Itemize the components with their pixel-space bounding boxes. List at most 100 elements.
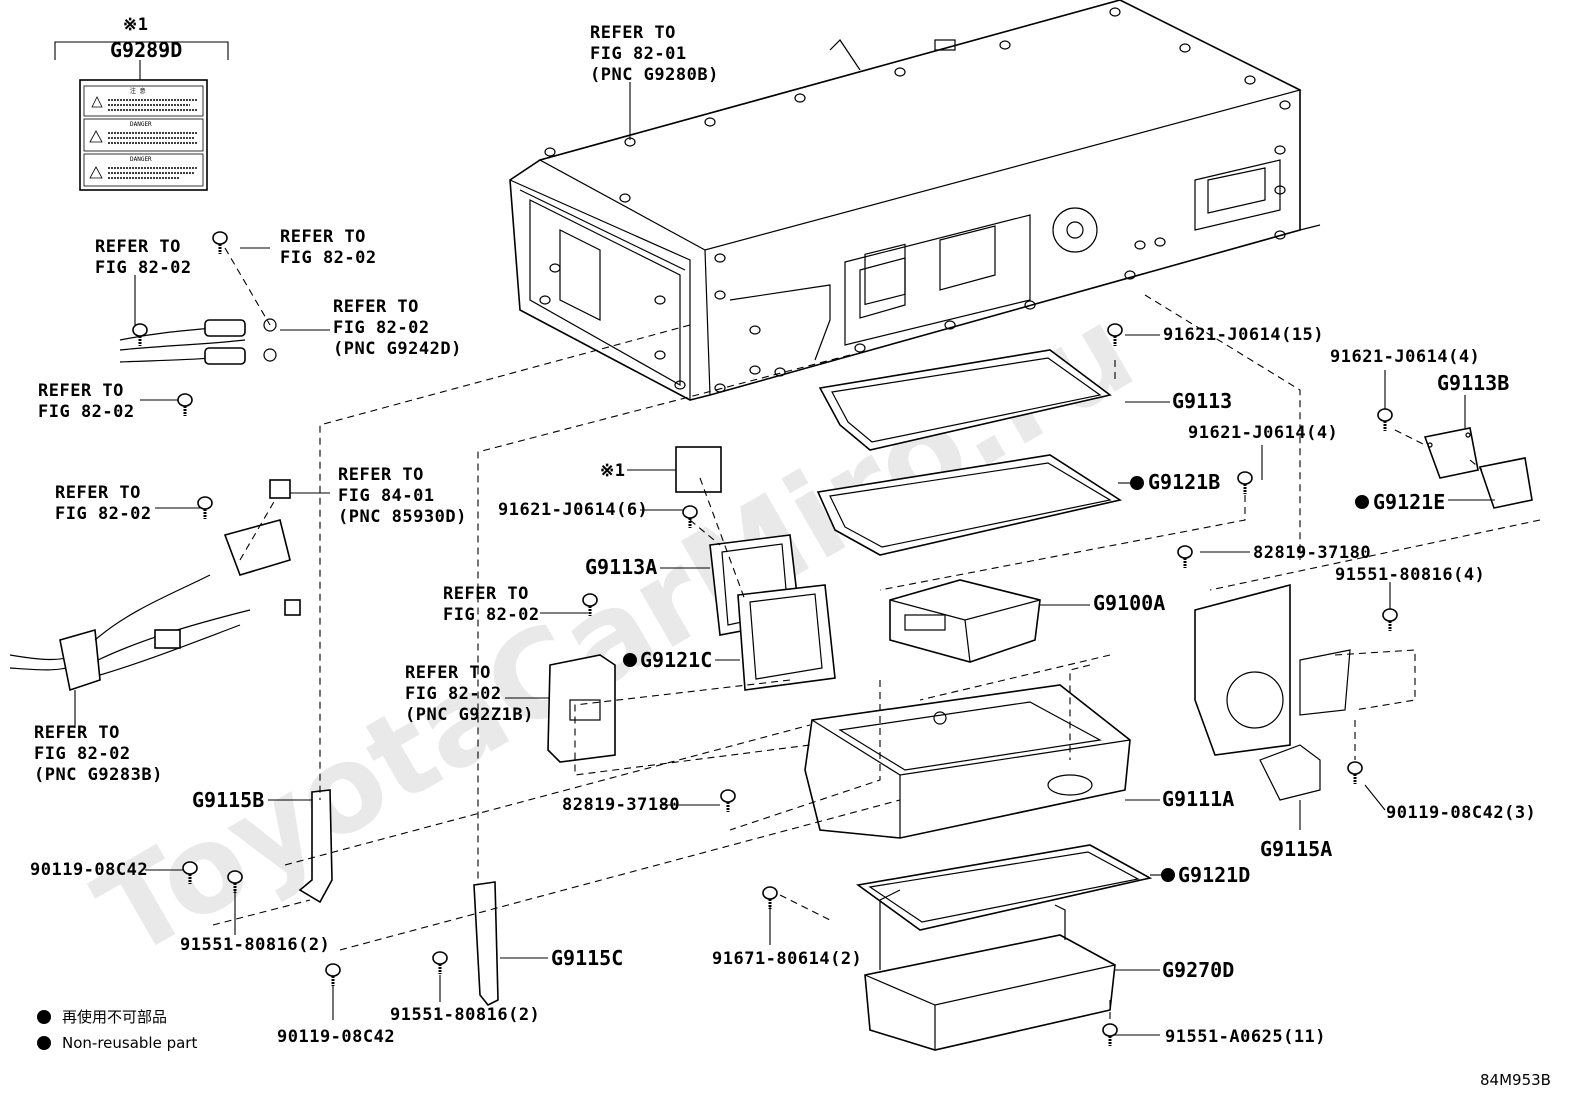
label-ref-82-02-pnc-g92z1b-line-2: FIG 82-02 bbox=[405, 684, 502, 704]
label-g9113: G9113 bbox=[1172, 389, 1232, 413]
bolt-icon bbox=[1237, 471, 1253, 494]
label-g9121b: G9121B bbox=[1148, 470, 1220, 494]
inverter-upper-case bbox=[509, 0, 1321, 401]
case-bolt-head bbox=[674, 380, 686, 390]
label-ref-82-02-e-line-2: FIG 82-02 bbox=[443, 605, 540, 625]
case-bolt-head bbox=[774, 367, 786, 377]
non-reusable-dot-g9121c bbox=[623, 653, 637, 667]
bolt-icon bbox=[227, 870, 243, 893]
non-reusable-dot-g9121b bbox=[1130, 476, 1144, 490]
case-bolt-head bbox=[544, 147, 556, 157]
label-ref-82-02-b-line-1: REFER TO bbox=[280, 227, 366, 247]
case-bolt-head bbox=[854, 343, 866, 353]
case-bolt-head bbox=[539, 295, 551, 305]
bolt-icon bbox=[182, 861, 198, 884]
label-ref-82-02-e-line-1: REFER TO bbox=[443, 584, 529, 604]
case-bolt-head bbox=[619, 193, 631, 203]
label-g9111a: G9111A bbox=[1162, 787, 1234, 811]
case-bolt-head bbox=[549, 263, 561, 273]
legend-line-2: Non-reusable part bbox=[62, 1034, 197, 1052]
label-ref-82-02-d-line-2: FIG 82-02 bbox=[55, 504, 152, 524]
label-g9121d: G9121D bbox=[1178, 863, 1250, 887]
bolt-icon bbox=[132, 323, 148, 346]
label-ref-82-02-pnc-g92z1b-line-3: (PNC G92Z1B) bbox=[405, 705, 534, 725]
sticker-marker: ※1 bbox=[123, 15, 148, 35]
bolt-icon bbox=[432, 951, 448, 974]
case-bolt-head bbox=[1274, 230, 1286, 240]
marker-sheet bbox=[675, 446, 722, 493]
warning-sticker: ※1 G9289D 注 意 DANGER DANGER bbox=[54, 15, 229, 191]
label-ref-84-01-line-3: (PNC 85930D) bbox=[338, 507, 467, 527]
gasket-g9121c bbox=[737, 584, 836, 691]
leader-lines bbox=[74, 82, 1495, 1036]
label-marker-1: ※1 bbox=[600, 461, 625, 481]
label-ref-82-02-b-line-2: FIG 82-02 bbox=[280, 248, 377, 268]
connector-g9100a bbox=[889, 579, 1041, 663]
label-bolt-90119-b: 90119-08C42 bbox=[277, 1027, 395, 1047]
bolt-icon bbox=[762, 886, 778, 909]
label-bolt-91551-4: 91551-80816(4) bbox=[1335, 565, 1485, 585]
bolt-icon bbox=[582, 593, 598, 616]
bolt-icon bbox=[1102, 1023, 1118, 1046]
label-g9115a: G9115A bbox=[1260, 837, 1332, 861]
bottom-cover-g9270d bbox=[864, 889, 1116, 1051]
case-bolt-head bbox=[1024, 300, 1036, 310]
case-bolt-head bbox=[894, 67, 906, 77]
case-bolt-head bbox=[999, 40, 1011, 50]
legend-line-1: 再使用不可部品 bbox=[62, 1008, 167, 1026]
label-ref-82-02-pnc-g9242d-line-1: REFER TO bbox=[333, 297, 419, 317]
label-ref-82-02-c-line-1: REFER TO bbox=[38, 381, 124, 401]
non-reusable-markers bbox=[623, 476, 1369, 882]
case-bolt-head bbox=[714, 253, 726, 263]
bolt-icon bbox=[197, 496, 213, 519]
case-bolt-head bbox=[1109, 7, 1121, 17]
case-bolt-head bbox=[654, 350, 666, 360]
legend-dot-1 bbox=[37, 1010, 51, 1024]
case-bolts bbox=[539, 7, 1291, 393]
case-bolt-head bbox=[1179, 43, 1191, 53]
sticker-header-2: DANGER bbox=[130, 121, 152, 128]
case-bolt-head bbox=[1279, 100, 1291, 110]
label-bolt-4b: 91621-J0614(4) bbox=[1330, 347, 1480, 367]
label-bolt-4a: 91621-J0614(4) bbox=[1188, 423, 1338, 443]
case-bolt-head bbox=[749, 325, 761, 335]
case-bolt-head bbox=[714, 383, 726, 393]
sticker-section-3: DANGER bbox=[83, 153, 204, 187]
alignment-lines bbox=[212, 247, 1541, 1020]
label-ref-82-02-pnc-g9283b-line-1: REFER TO bbox=[34, 723, 120, 743]
label-bolt-15: 91621-J0614(15) bbox=[1163, 325, 1324, 345]
diagram-id: 84M953B bbox=[1480, 1071, 1551, 1089]
label-ref-82-02-a-line-2: FIG 82-02 bbox=[95, 258, 192, 278]
gasket-g9121e bbox=[1478, 457, 1533, 509]
label-ref-82-02-pnc-g9283b-line-2: FIG 82-02 bbox=[34, 744, 131, 764]
bolt-icon bbox=[1177, 545, 1193, 568]
bolt-icon bbox=[212, 231, 228, 254]
lower-case-g9111a bbox=[804, 684, 1131, 839]
sticker-section-1: 注 意 bbox=[83, 85, 204, 117]
label-bolt-6: 91621-J0614(6) bbox=[498, 500, 648, 520]
case-bolt-head bbox=[944, 320, 956, 330]
label-ref-82-02-pnc-g9283b-line-3: (PNC G9283B) bbox=[34, 765, 163, 785]
case-bolt-head bbox=[654, 295, 666, 305]
label-bolt-91551-2a: 91551-80816(2) bbox=[180, 935, 330, 955]
bracket-g9115b bbox=[298, 789, 333, 904]
label-grommet-b: 82819-37180 bbox=[562, 795, 680, 815]
cable-harness-lower bbox=[9, 479, 301, 692]
label-g9100a: G9100A bbox=[1093, 591, 1165, 615]
label-g9115c: G9115C bbox=[551, 946, 623, 970]
label-g9113b: G9113B bbox=[1437, 371, 1509, 395]
bolt-icon bbox=[720, 789, 736, 812]
bolt-icon bbox=[1347, 761, 1363, 784]
case-bolt-head bbox=[1124, 270, 1136, 280]
cover-g9113b bbox=[1423, 427, 1479, 479]
case-bolt-head bbox=[704, 117, 716, 127]
bolt-icon bbox=[177, 393, 193, 416]
label-ref-84-01-line-2: FIG 84-01 bbox=[338, 486, 435, 506]
label-grommet-a: 82819-37180 bbox=[1253, 543, 1371, 563]
case-bolt-head bbox=[749, 365, 761, 375]
label-bolt-91551-2b: 91551-80816(2) bbox=[390, 1005, 540, 1025]
label-ref-82-02-c-line-2: FIG 82-02 bbox=[38, 402, 135, 422]
bolt-icon bbox=[325, 963, 341, 986]
label-bolt-91671: 91671-80614(2) bbox=[712, 949, 862, 969]
